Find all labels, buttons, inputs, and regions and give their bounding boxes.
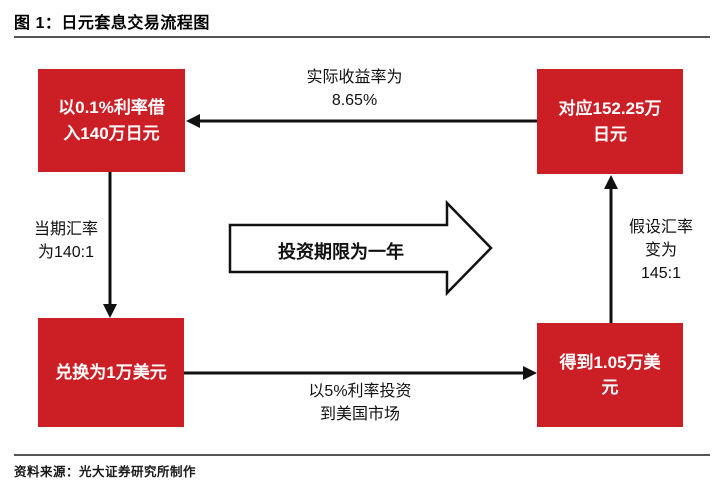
arrowhead-right-icon: [523, 366, 537, 380]
node-exchange-usd: 兑换为1万美元: [38, 318, 184, 427]
label-investment-period: 投资期限为一年: [278, 242, 404, 262]
label-assumed-exchange-rate: 假设汇率 变为 145:1: [628, 219, 693, 283]
footer-divider: [14, 454, 710, 456]
title-underline: [14, 36, 710, 38]
label-actual-yield: 实际收益率为 8.65%: [306, 69, 403, 110]
source-note: 资料来源：光大证券研究所制作: [14, 465, 197, 479]
figure-title: 图 1：日元套息交易流程图: [14, 15, 210, 32]
node-receive-usd: 得到1.05万美 元: [537, 323, 683, 427]
label-us-investment: 以5%利率投资 到美国市场: [308, 383, 412, 424]
arrowhead-up-icon: [604, 175, 618, 189]
label-current-exchange-rate: 当期汇率 为140:1: [33, 221, 98, 262]
node-corresponding-yen: 对应152.25万 日元: [537, 69, 683, 174]
arrowhead-left-icon: [186, 114, 200, 128]
big-right-arrow-icon: [228, 199, 493, 297]
arrowhead-down-icon: [103, 304, 117, 318]
node-borrow-yen: 以0.1%利率借 入140万日元: [38, 69, 185, 172]
